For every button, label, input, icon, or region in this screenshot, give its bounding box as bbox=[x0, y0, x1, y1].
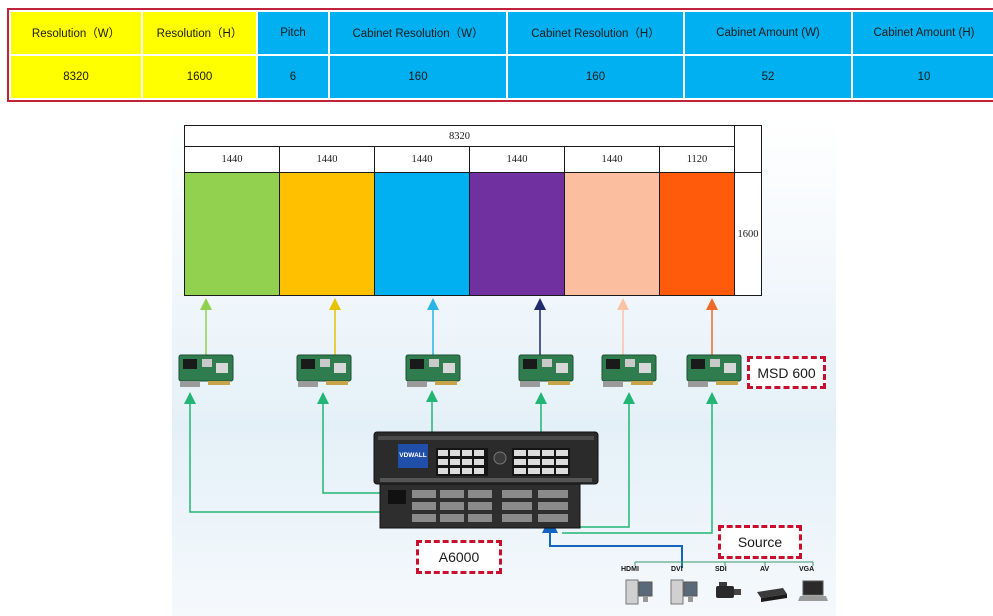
receiver-card-3 bbox=[405, 353, 461, 389]
receiver-card-6 bbox=[686, 353, 742, 389]
segment-width-label: 1440 bbox=[374, 146, 470, 173]
cable-6 bbox=[562, 392, 718, 534]
source-type-label: SDI bbox=[715, 566, 727, 573]
value-resolution-h: 1600 bbox=[143, 56, 256, 98]
spec-header-row: Resolution（W） Resolution（H） Pitch Cabine… bbox=[11, 12, 993, 54]
receiver-card-4 bbox=[518, 353, 574, 389]
pc-icon bbox=[625, 579, 653, 605]
value-cabinet-amount-h: 10 bbox=[853, 56, 993, 98]
segment-width-label: 1440 bbox=[564, 146, 660, 173]
source-type-label: DVI bbox=[671, 566, 683, 573]
receiver-card-icon bbox=[686, 354, 742, 387]
screen-panel-4 bbox=[469, 172, 565, 296]
value-resolution-w: 8320 bbox=[11, 56, 141, 98]
header-cabinet-amount-h: Cabinet Amount (H) bbox=[853, 12, 993, 54]
controller-device: VDWALL bbox=[373, 431, 599, 529]
dvd-player-icon bbox=[757, 588, 787, 602]
screen-panel-5 bbox=[564, 172, 660, 296]
cable-1 bbox=[184, 392, 430, 513]
source-type-label: VGA bbox=[799, 566, 815, 573]
source-label: Source bbox=[718, 525, 802, 559]
receiver-card-icon bbox=[601, 354, 657, 387]
receiver-card-icon bbox=[405, 354, 461, 387]
cable-5 bbox=[575, 392, 635, 528]
source-type-label: AV bbox=[760, 566, 770, 573]
pc-icon bbox=[670, 579, 698, 605]
receiver-card-icon bbox=[178, 354, 234, 387]
header-resolution-h: Resolution（H） bbox=[143, 12, 256, 54]
controller-lcd bbox=[398, 444, 428, 468]
spec-value-row: 8320 1600 6 160 160 52 10 bbox=[11, 56, 993, 98]
header-resolution-w: Resolution（W） bbox=[11, 12, 141, 54]
value-cabinet-amount-w: 52 bbox=[685, 56, 851, 98]
controller-label: A6000 bbox=[416, 540, 502, 574]
receiver-card-icon bbox=[518, 354, 574, 387]
header-cabinet-amount-w: Cabinet Amount (W) bbox=[685, 12, 851, 54]
header-pitch: Pitch bbox=[258, 12, 328, 54]
screen-panel-6 bbox=[659, 172, 735, 296]
receiver-card-5 bbox=[601, 353, 657, 389]
source-type-label: HDMI bbox=[621, 566, 639, 573]
receiver-card-icon bbox=[296, 354, 352, 387]
value-cabinet-resolution-w: 160 bbox=[330, 56, 506, 98]
camera-icon bbox=[716, 582, 741, 598]
receiver-card-2 bbox=[296, 353, 352, 389]
screen-panel-1 bbox=[184, 172, 280, 296]
grid-corner-cell bbox=[734, 125, 762, 173]
spec-table: Resolution（W） Resolution（H） Pitch Cabine… bbox=[7, 8, 993, 102]
segment-width-label: 1440 bbox=[184, 146, 280, 173]
laptop-icon bbox=[798, 580, 828, 601]
header-cabinet-resolution-h: Cabinet Resolution（H） bbox=[508, 12, 683, 54]
segment-width-label: 1120 bbox=[659, 146, 735, 173]
value-cabinet-resolution-h: 160 bbox=[508, 56, 683, 98]
controller-brand: VDWALL bbox=[399, 452, 426, 459]
header-cabinet-resolution-w: Cabinet Resolution（W） bbox=[330, 12, 506, 54]
segment-width-label: 1440 bbox=[469, 146, 565, 173]
value-pitch: 6 bbox=[258, 56, 328, 98]
source-cable bbox=[542, 517, 683, 568]
receiver-card-1 bbox=[178, 353, 234, 389]
receiver-label: MSD 600 bbox=[747, 356, 826, 389]
source-bracket bbox=[634, 561, 814, 566]
